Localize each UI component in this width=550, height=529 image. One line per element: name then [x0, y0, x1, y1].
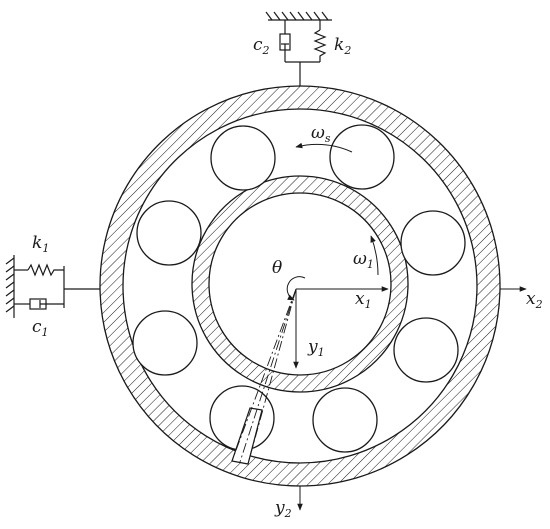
label-c1: c1: [32, 317, 49, 339]
omega-1-arrow: [370, 235, 379, 276]
outer-race: [99, 85, 501, 487]
rolling-element: [210, 125, 276, 191]
rolling-element: [132, 310, 198, 376]
rolling-element: [312, 387, 378, 453]
theta-arrow: [286, 276, 306, 301]
label-omega-1: ω1: [353, 249, 374, 271]
label-theta: θ: [272, 258, 282, 278]
spring-k1: [27, 263, 64, 277]
spring-k2: [313, 29, 327, 62]
label-x2: x2: [526, 289, 543, 311]
label-k2: k2: [334, 35, 351, 57]
label-y2: y2: [274, 498, 292, 520]
label-x1: x1: [355, 289, 372, 311]
inner-race: [191, 175, 409, 393]
top-support: [265, 11, 332, 86]
label-k1: k1: [32, 233, 49, 255]
omega-s-arrow: [295, 142, 353, 153]
label-omega-s: ωs: [311, 123, 331, 145]
left-support: [5, 255, 100, 318]
rolling-element: [400, 210, 466, 276]
axes: [293, 286, 527, 511]
defect-slot: [231, 407, 263, 465]
rolling-element: [393, 317, 459, 383]
rolling-element: [329, 124, 395, 190]
label-c2: c2: [253, 35, 270, 57]
defect-angle-lines: [231, 288, 297, 465]
label-y1: y1: [307, 337, 325, 359]
rolling-element: [136, 200, 202, 266]
